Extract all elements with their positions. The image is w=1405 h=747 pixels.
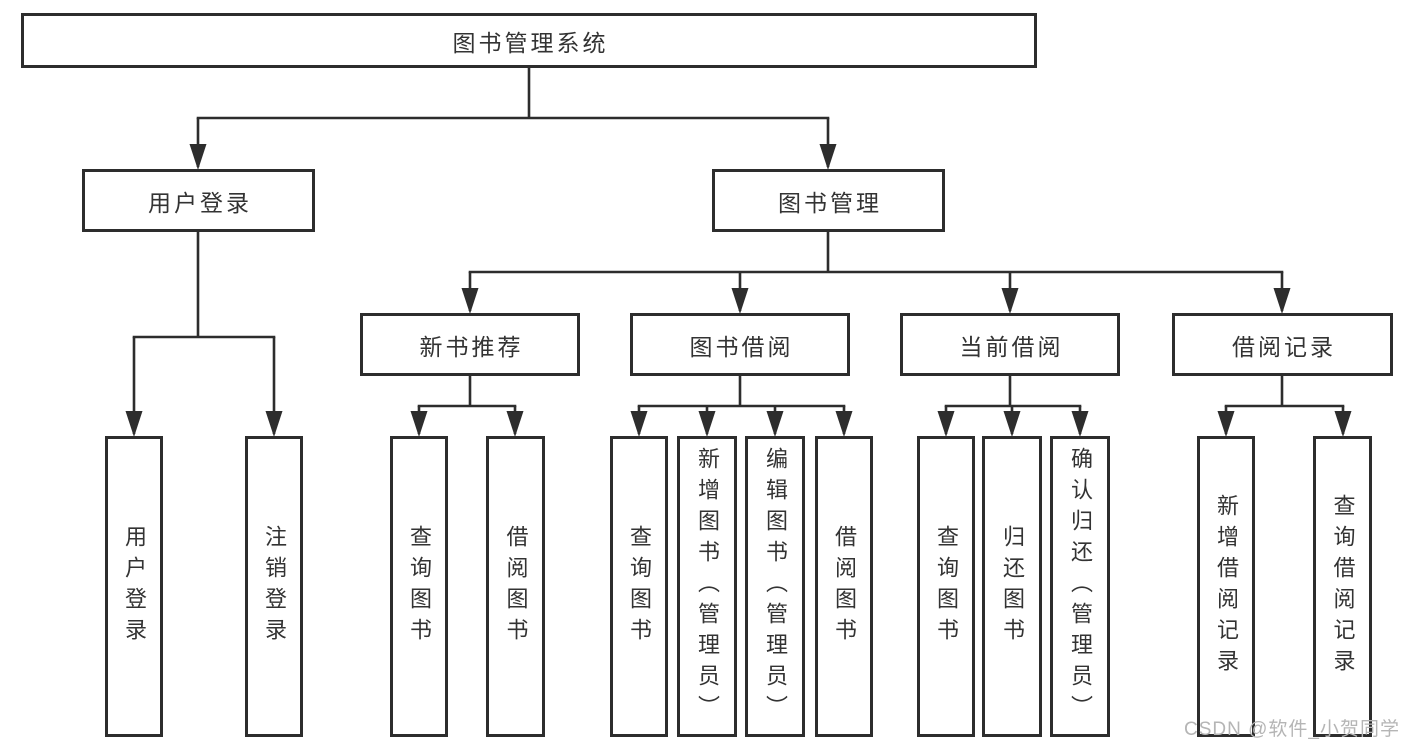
node-book-management: 图书管理 [712,169,945,232]
node-label: 新增借阅记录 [1214,493,1239,680]
node-label: 确认归还（管理员） [1068,447,1093,726]
leaf-query-books: 查询图书 [390,436,448,737]
leaf-edit-book-admin: 编辑图书（管理员） [745,436,805,737]
leaf-borrow-books: 借阅图书 [486,436,545,737]
leaf-query-books: 查询图书 [610,436,668,737]
node-label: 图书借阅 [689,333,794,360]
node-label: 图书管理 [778,189,882,216]
leaf-user-login: 用户登录 [105,436,163,737]
node-label: 注销登录 [262,524,287,649]
node-label: 借阅图书 [503,524,529,649]
leaf-query-borrow-record: 查询借阅记录 [1313,436,1372,737]
node-label: 查询图书 [934,524,959,649]
leaf-logout: 注销登录 [245,436,303,737]
node-user-login: 用户登录 [82,169,315,232]
leaf-confirm-return-admin: 确认归还（管理员） [1050,436,1110,737]
node-new-book-recommendation: 新书推荐 [360,313,580,376]
node-book-borrowing: 图书借阅 [630,313,850,376]
csdn-watermark: CSDN @软件_小贺同学 [1184,719,1400,740]
node-label: 查询图书 [627,524,652,649]
leaf-add-borrow-record: 新增借阅记录 [1197,436,1255,737]
leaf-borrow-books: 借阅图书 [815,436,873,737]
node-label: 图书管理系统 [452,29,609,56]
node-label: 查询图书 [407,524,432,649]
node-current-borrowing: 当前借阅 [900,313,1120,376]
node-label: 归还图书 [1000,524,1025,649]
node-borrowing-records: 借阅记录 [1172,313,1393,376]
node-label: 编辑图书（管理员） [763,447,788,726]
node-label: 借阅图书 [832,524,857,649]
leaf-add-book-admin: 新增图书（管理员） [677,436,737,737]
node-label: 用户登录 [122,524,147,649]
node-label: 新增图书（管理员） [695,447,720,726]
node-label: 借阅记录 [1232,333,1336,360]
node-library-management-system: 图书管理系统 [21,13,1037,68]
leaf-query-books: 查询图书 [917,436,975,737]
node-label: 用户登录 [148,189,252,216]
node-label: 查询借阅记录 [1330,493,1356,680]
leaf-return-books: 归还图书 [982,436,1042,737]
node-label: 当前借阅 [959,333,1064,360]
node-label: 新书推荐 [419,333,524,360]
